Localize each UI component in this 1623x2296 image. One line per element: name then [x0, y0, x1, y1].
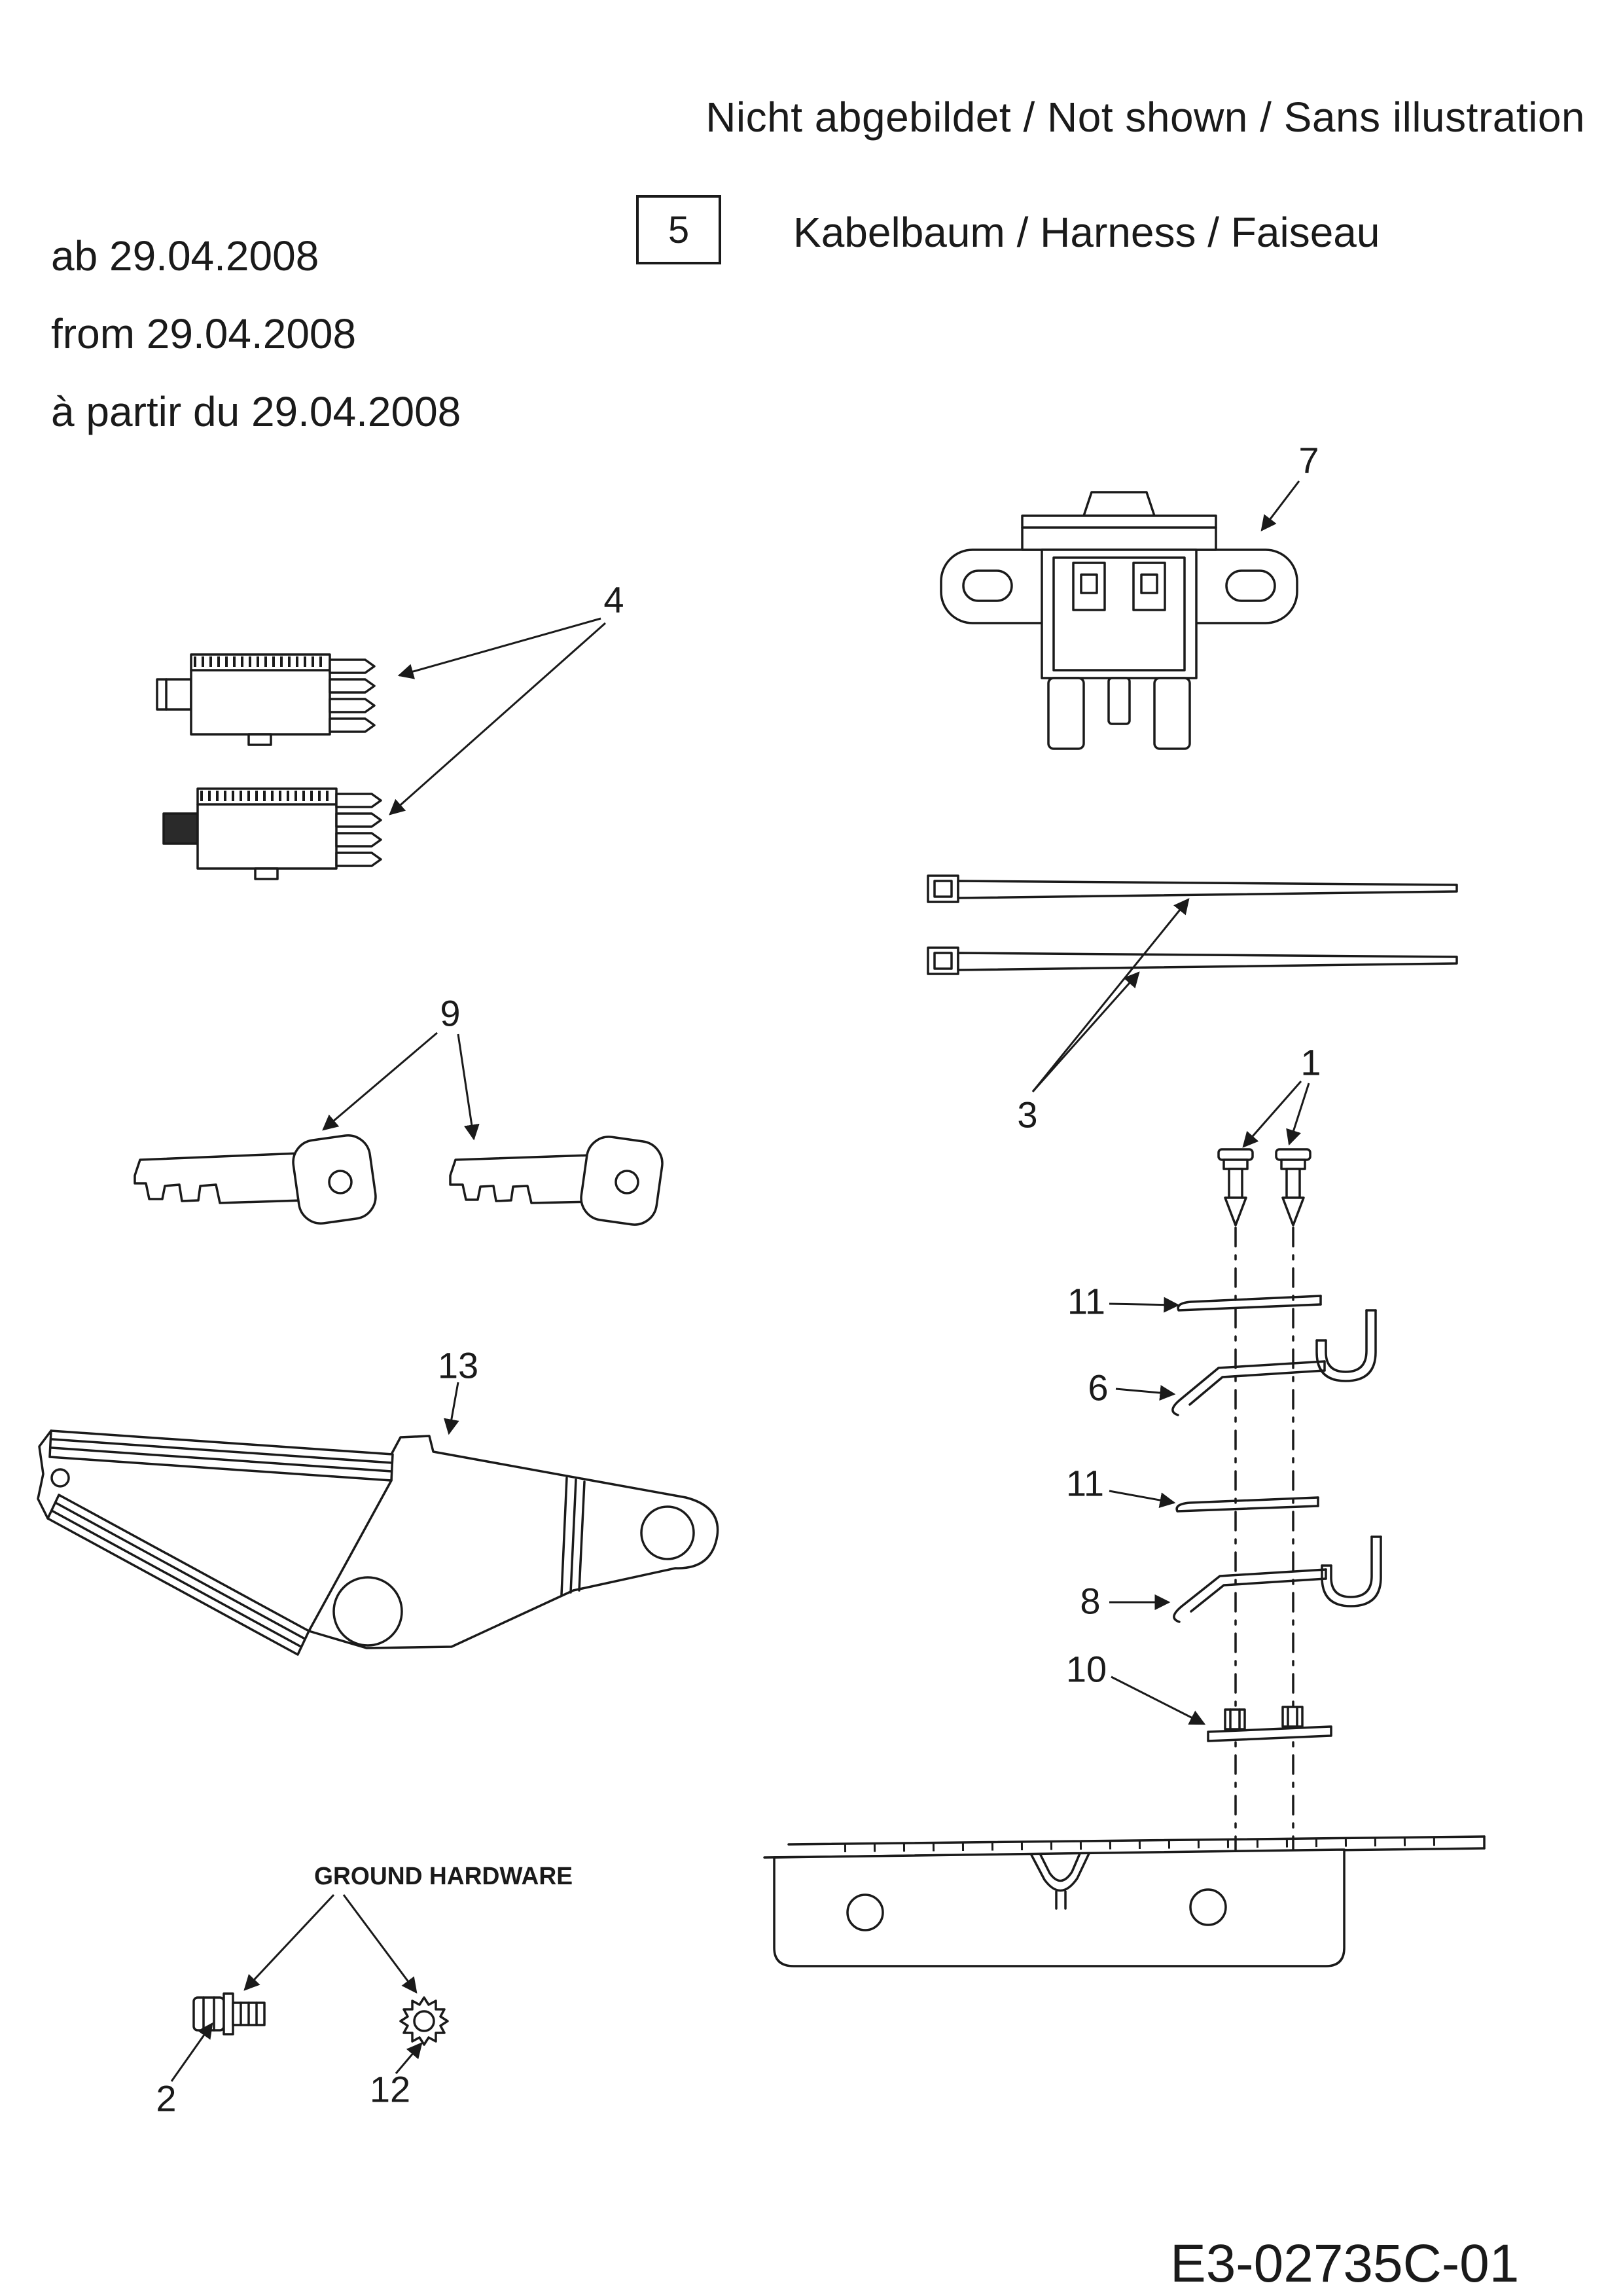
item-5-label: Kabelbaum / Harness / Faiseau — [793, 209, 1380, 256]
callout-7: 7 — [1298, 439, 1319, 481]
item-5-number: 5 — [668, 208, 690, 251]
callout-13: 13 — [437, 1344, 479, 1386]
callout-11-lower: 11 — [1065, 1462, 1105, 1504]
callout-1: 1 — [1300, 1041, 1321, 1083]
cable-tie-drawing-1 — [927, 874, 1458, 903]
retainer-bar-drawing — [1207, 1706, 1332, 1742]
push-rivet-drawing-2 — [1275, 1148, 1311, 1227]
bent-clamp-drawing-6 — [1171, 1360, 1326, 1416]
strap-clamp-drawing-upper — [1177, 1295, 1322, 1312]
strap-clamp-drawing-lower — [1175, 1496, 1319, 1513]
validity-date-line: à partir du 29.04.2008 — [51, 388, 461, 435]
validity-date-line: ab 29.04.2008 — [51, 232, 319, 279]
validity-date-line: from 29.04.2008 — [51, 310, 357, 357]
callout-6: 6 — [1088, 1367, 1109, 1408]
push-rivet-drawing-1 — [1217, 1148, 1254, 1227]
safety-switch-drawing-1 — [156, 653, 376, 746]
item-5-reference-box: 5 — [636, 195, 721, 264]
safety-switch-drawing-2 — [162, 787, 382, 880]
callout-8: 8 — [1080, 1580, 1101, 1622]
callout-3: 3 — [1017, 1094, 1038, 1136]
j-hook-drawing-lower — [1321, 1535, 1382, 1607]
callout-9: 9 — [440, 992, 461, 1034]
callout-4: 4 — [603, 579, 624, 620]
assembly-axis-lines — [1234, 1227, 1294, 1855]
key-drawing-1 — [134, 1134, 377, 1225]
ground-hardware-label: GROUND HARDWARE — [314, 1863, 573, 1890]
callout-leader-lines — [170, 480, 1310, 2082]
callout-2: 2 — [156, 2077, 177, 2119]
fuse-holder-drawing — [940, 491, 1298, 750]
mounting-plate-drawing — [763, 1835, 1486, 1967]
callout-10: 10 — [1065, 1648, 1107, 1690]
bent-clamp-drawing-8 — [1173, 1568, 1327, 1623]
diagram-number: E3-02735C-01 — [1170, 2234, 1520, 2293]
callout-12: 12 — [369, 2068, 411, 2110]
bracket-drawing — [37, 1429, 719, 1656]
key-drawing-2 — [449, 1136, 664, 1226]
j-hook-drawing-upper — [1315, 1309, 1377, 1382]
callout-11-upper: 11 — [1067, 1280, 1106, 1322]
cable-tie-drawing-2 — [927, 946, 1458, 975]
flange-bolt-drawing — [192, 1992, 266, 2036]
star-washer-drawing — [399, 1996, 449, 2046]
validity-dates: ab 29.04.2008 from 29.04.2008 à partir d… — [51, 217, 461, 451]
not-shown-heading: Nicht abgebildet / Not shown / Sans illu… — [705, 94, 1585, 141]
